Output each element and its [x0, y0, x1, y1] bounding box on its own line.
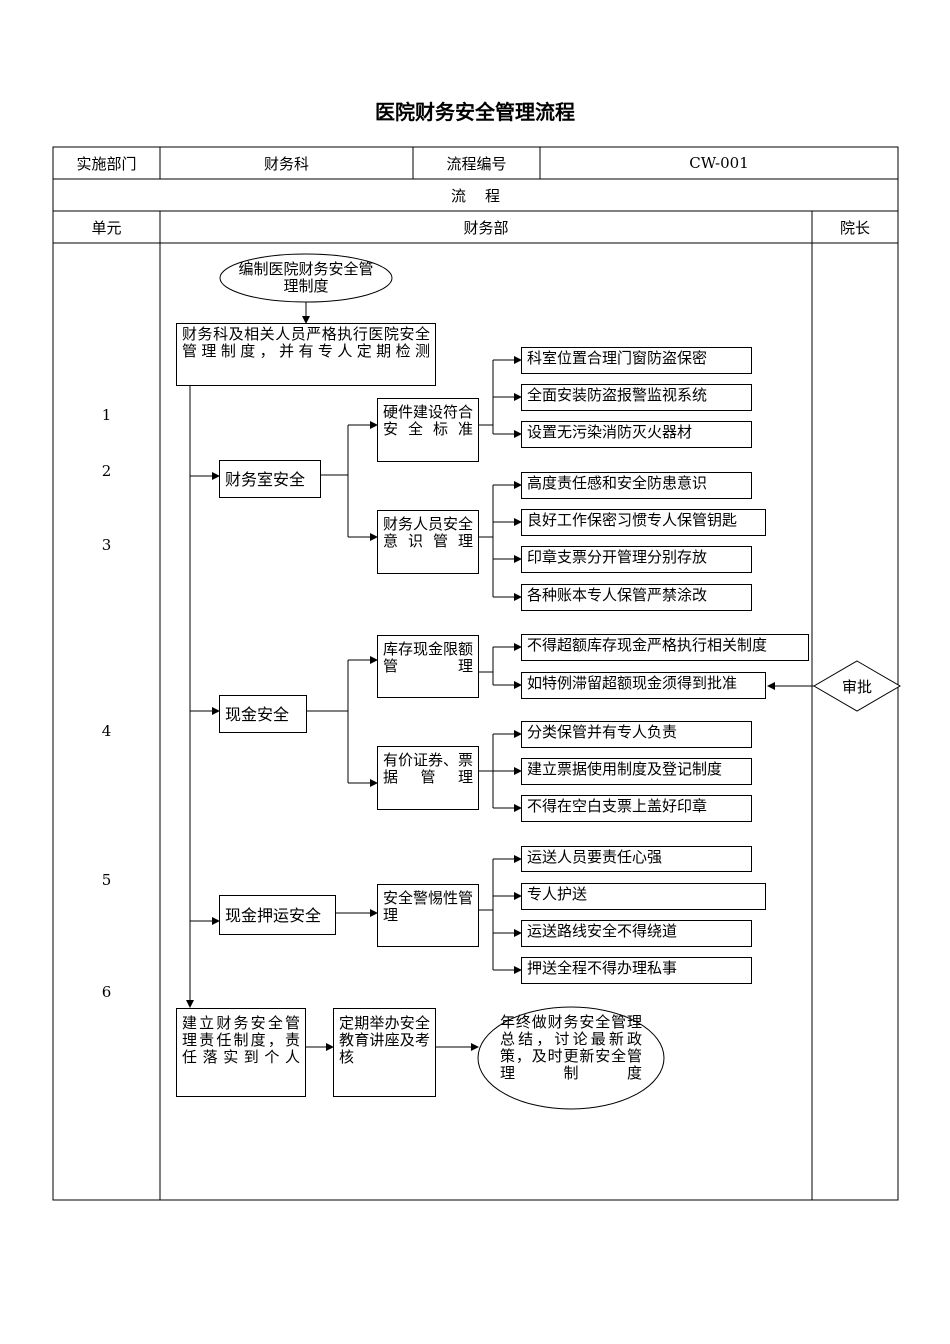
hardware-item: 设置无污染消防灭火器材 [521, 421, 752, 448]
finance-column-header: 财务部 [463, 218, 509, 237]
cash-limit-box: 库存现金限额管理 [377, 635, 479, 698]
awareness-item: 高度责任感和安全防患意识 [521, 472, 752, 499]
approve-diamond [813, 660, 901, 712]
table-grid [52, 146, 899, 1201]
start-oval [219, 253, 393, 303]
securities-item: 建立票据使用制度及登记制度 [521, 758, 752, 785]
unit-number: 3 [101, 536, 112, 554]
awareness-item: 各种账本专人保管严禁涂改 [521, 584, 752, 611]
cash-safety-box: 现金安全 [219, 695, 307, 733]
unit-number: 5 [101, 871, 112, 889]
training-box: 定期举办安全教育讲座及考核 [333, 1008, 436, 1097]
connectors [186, 301, 814, 1051]
securities-box: 有价证券、票据管理 [377, 746, 479, 810]
unit-number: 1 [101, 406, 112, 424]
cash-limit-item: 如特例滞留超额现金须得到批准 [521, 672, 766, 699]
awareness-box: 财务人员安全意识管理 [377, 510, 479, 574]
flow-label: 流 程 [450, 186, 501, 205]
awareness-item: 印章支票分开管理分别存放 [521, 546, 752, 573]
strict-execution-box: 财务科及相关人员严格执行医院安全管理制度，并有专人定期检测 [176, 323, 436, 386]
escort-item: 专人护送 [521, 883, 766, 910]
summary-node: 年终做财务安全管理总结，讨论最新政策，及时更新安全管理制度 [500, 1013, 642, 1082]
escort-item: 押送全程不得办理私事 [521, 957, 752, 984]
escort-item: 运送人员要责任心强 [521, 846, 752, 872]
unit-number: 4 [101, 722, 112, 740]
code-label: 流程编号 [446, 154, 507, 173]
securities-item: 分类保管并有专人负责 [521, 721, 752, 748]
code-value: CW-001 [689, 154, 749, 172]
vigilance-box: 安全警惕性管理 [377, 884, 479, 947]
dept-value: 财务科 [263, 154, 309, 173]
hardware-item: 全面安装防盗报警监视系统 [521, 384, 752, 411]
president-column-header: 院长 [839, 218, 870, 237]
dept-label: 实施部门 [76, 154, 137, 173]
responsibility-box: 建立财务安全管理责任制度，责任落实到个人 [176, 1008, 306, 1097]
escort-safety-box: 现金押运安全 [219, 895, 336, 935]
page-title: 医院财务安全管理流程 [375, 100, 575, 124]
awareness-item: 良好工作保密习惯专人保管钥匙 [521, 509, 766, 536]
unit-number: 2 [101, 462, 112, 480]
unit-number: 6 [101, 983, 112, 1001]
cash-limit-item: 不得超额库存现金严格执行相关制度 [521, 634, 809, 661]
end-oval [477, 1006, 665, 1110]
escort-item: 运送路线安全不得绕道 [521, 920, 752, 947]
securities-item: 不得在空白支票上盖好印章 [521, 795, 752, 822]
start-node: 编制医院财务安全管理制度 [238, 260, 374, 295]
office-safety-box: 财务室安全 [219, 460, 321, 498]
hardware-item: 科室位置合理门窗防盗保密 [521, 347, 752, 374]
unit-header: 单元 [91, 218, 122, 237]
approve-node: 审批 [841, 677, 872, 696]
hardware-box: 硬件建设符合安全标准 [377, 398, 479, 462]
